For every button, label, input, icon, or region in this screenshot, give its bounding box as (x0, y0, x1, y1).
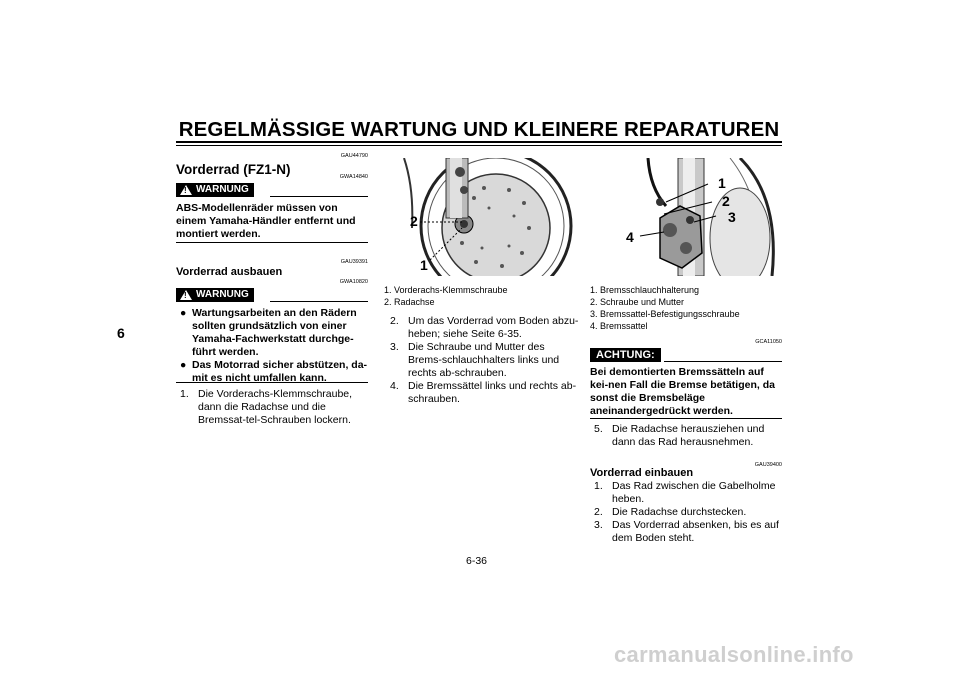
photo-caption: 4. Bremssattel (590, 321, 648, 331)
callout-label: 4 (626, 229, 634, 245)
warning-label: WARNUNG (196, 289, 249, 300)
warning-bullet: ● Wartungsarbeiten an den Rädern sollten… (176, 307, 368, 359)
header-rule-thin (176, 145, 782, 146)
bullet-dot: ● (180, 359, 187, 371)
step-text: Die Schraube und Mutter des Brems-schlau… (408, 341, 560, 379)
subsection-title: Vorderrad einbauen (590, 467, 694, 479)
step-item: 3. Das Vorderrad absenken, bis es auf de… (590, 519, 784, 545)
page-header-title: REGELMÄSSIGE WARTUNG UND KLEINERE REPARA… (178, 118, 780, 141)
header-rule (176, 141, 782, 143)
step-number: 3. (594, 519, 603, 531)
step-item: 2. Die Radachse durchstecken. (590, 506, 784, 519)
front-axle-photo: 2 1 (384, 158, 578, 276)
step-list: 2. Um das Vorderrad vom Boden abzu-heben… (386, 315, 580, 406)
photo-caption: 1. Vorderachs-Klemmschraube (384, 285, 508, 295)
notice-end-rule (590, 418, 782, 419)
reference-code: GAU44790 (340, 153, 368, 159)
step-item: 1. Die Vorderachs-Klemmschraube, dann di… (176, 388, 370, 427)
step-item: 4. Die Bremssättel links und rechts ab-s… (386, 380, 580, 406)
warning-end-rule (176, 382, 368, 383)
step-text: Die Bremssättel links und rechts ab-schr… (408, 380, 577, 405)
callout-label: 2 (410, 213, 418, 229)
photo-caption: 1. Bremsschlauchhalterung (590, 285, 700, 295)
photo-caption: 2. Schraube und Mutter (590, 297, 685, 307)
step-number: 2. (390, 315, 399, 327)
bullet-dot: ● (180, 307, 187, 319)
step-text: Das Rad zwischen die Gabelholme heben. (612, 480, 776, 505)
step-number: 5. (594, 423, 603, 435)
chapter-tab: 6 (117, 325, 125, 341)
notice-label: ACHTUNG: (596, 349, 655, 361)
step-list: 5. Die Radachse herausziehen und dann da… (590, 423, 784, 449)
warning-badge: ! WARNUNG (176, 288, 254, 302)
warning-badge: ! WARNUNG (176, 183, 254, 197)
step-list: 1. Die Vorderachs-Klemmschraube, dann di… (176, 388, 370, 427)
warning-rule (270, 301, 368, 302)
warning-triangle-icon: ! (180, 290, 192, 300)
step-text: Um das Vorderrad vom Boden abzu-heben; s… (408, 315, 579, 340)
warning-triangle-icon: ! (180, 185, 192, 195)
reference-code: GAU39400 (754, 462, 782, 468)
warning-bullet-text: Wartungsarbeiten an den Rädern sollten g… (192, 307, 357, 358)
section-title: Vorderrad (FZ1-N) (176, 162, 291, 177)
step-number: 2. (594, 506, 603, 518)
page-number: 6-36 (466, 555, 488, 567)
photo-caption: 2. Radachse (384, 297, 435, 307)
reference-code: GWA14840 (339, 174, 368, 180)
step-number: 1. (180, 388, 189, 400)
notice-rule (664, 361, 782, 362)
warning-bullet: ● Das Motorrad sicher abstützen, da-mit … (176, 359, 368, 385)
step-text: Die Vorderachs-Klemmschraube, dann die R… (198, 388, 353, 426)
step-item: 1. Das Rad zwischen die Gabelholme heben… (590, 480, 784, 506)
step-item: 3. Die Schraube und Mutter des Brems-sch… (386, 341, 580, 380)
front-axle-photo-drawing: 2 1 (384, 158, 578, 276)
step-item: 2. Um das Vorderrad vom Boden abzu-heben… (386, 315, 580, 341)
step-text: Die Radachse herausziehen und dann das R… (612, 423, 765, 448)
photo-caption-list: 1. Vorderachs-Klemmschraube 2. Radachse (384, 284, 578, 308)
step-text: Die Radachse durchstecken. (612, 506, 747, 518)
step-number: 3. (390, 341, 399, 353)
step-number: 1. (594, 480, 603, 492)
warning-text: ABS-Modellenräder müssen von einem Yamah… (176, 202, 356, 240)
callout-label: 1 (718, 175, 726, 191)
callout-label: 2 (722, 193, 730, 209)
brake-caliper-photo-drawing: 1 2 3 4 (590, 158, 784, 276)
warning-rule (270, 196, 368, 197)
step-item: 5. Die Radachse herausziehen und dann da… (590, 423, 784, 449)
photo-caption: 3. Bremssattel-Befestigungsschraube (590, 309, 740, 319)
notice-badge: ACHTUNG: (590, 348, 661, 362)
photo-caption-list: 1. Bremsschlauchhalterung 2. Schraube un… (590, 284, 784, 332)
watermark: carmanualsonline.info (614, 642, 854, 667)
warning-label: WARNUNG (196, 184, 249, 195)
step-number: 4. (390, 380, 399, 392)
warning-end-rule (176, 242, 368, 243)
reference-code: GWA10820 (339, 279, 368, 285)
subsection-title: Vorderrad ausbauen (176, 266, 283, 278)
reference-code: GCA11050 (755, 339, 782, 345)
warning-bullet-text: Das Motorrad sicher abstützen, da-mit es… (192, 359, 368, 384)
step-list: 1. Das Rad zwischen die Gabelholme heben… (590, 480, 784, 545)
warning-bullet-list: ● Wartungsarbeiten an den Rädern sollten… (176, 307, 368, 385)
callout-label: 1 (420, 257, 428, 273)
brake-caliper-photo: 1 2 3 4 (590, 158, 784, 276)
step-text: Das Vorderrad absenken, bis es auf dem B… (612, 519, 779, 544)
notice-text: Bei demontierten Bremssätteln auf kei-ne… (590, 366, 775, 417)
callout-label: 3 (728, 209, 736, 225)
reference-code: GAU39391 (340, 259, 368, 265)
